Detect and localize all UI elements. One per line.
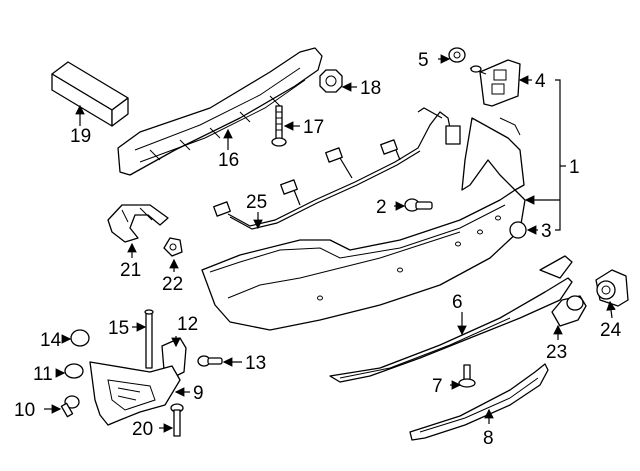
callout-15: 15 <box>108 318 129 339</box>
cap-14-part <box>70 329 90 347</box>
callout-9: 9 <box>193 383 204 404</box>
bumper-reinforcement-beam <box>117 47 323 176</box>
bracket-21-part <box>107 204 169 243</box>
callout-23: 23 <box>546 342 567 363</box>
sensor-24-part <box>595 269 629 307</box>
callout-11: 11 <box>33 364 53 385</box>
clip-5-part <box>448 47 466 63</box>
callout-3: 3 <box>541 221 552 242</box>
mounting-bracket-4 <box>469 59 521 107</box>
cap-11-part <box>64 363 84 379</box>
bolt-20-part <box>170 403 184 437</box>
callout-18: 18 <box>360 78 381 99</box>
callout-labels: 19 16 18 17 5 4 1 2 3 25 21 22 6 23 24 1… <box>14 50 622 449</box>
stud-7-part <box>458 364 476 388</box>
callout-21: 21 <box>120 260 141 281</box>
side-bracket-9 <box>89 361 181 426</box>
nut-part <box>319 69 343 93</box>
callout-17: 17 <box>303 117 324 138</box>
callout-2: 2 <box>376 197 387 218</box>
callout-8: 8 <box>483 428 494 449</box>
callout-19: 19 <box>70 126 91 147</box>
callout-12: 12 <box>177 314 198 335</box>
callout-20: 20 <box>132 419 153 440</box>
bolt-2-part <box>404 198 433 212</box>
callout-22: 22 <box>162 274 183 295</box>
callout-5: 5 <box>418 50 429 71</box>
bumper-cover <box>201 117 526 331</box>
clip-22-part <box>163 237 183 257</box>
bolt-10-part <box>60 395 80 418</box>
callout-10: 10 <box>14 400 35 421</box>
rod-15-part <box>144 309 154 369</box>
callout-24: 24 <box>600 320 622 341</box>
callout-7: 7 <box>432 376 443 397</box>
callout-14: 14 <box>40 330 62 351</box>
cap-3-part <box>509 221 527 239</box>
callout-13: 13 <box>245 353 266 374</box>
bolt-13-part <box>197 355 223 367</box>
bolt-17-part <box>271 105 287 147</box>
callout-16: 16 <box>218 150 239 171</box>
callout-1: 1 <box>569 157 580 178</box>
wiring-harness <box>213 107 461 230</box>
lower-trim-6 <box>329 255 573 383</box>
leader-lines <box>44 54 616 433</box>
callout-6: 6 <box>452 292 463 313</box>
callout-4: 4 <box>535 71 546 92</box>
callout-25: 25 <box>246 192 267 213</box>
energy-absorber-block <box>51 61 129 127</box>
lower-moulding-8 <box>409 363 549 441</box>
